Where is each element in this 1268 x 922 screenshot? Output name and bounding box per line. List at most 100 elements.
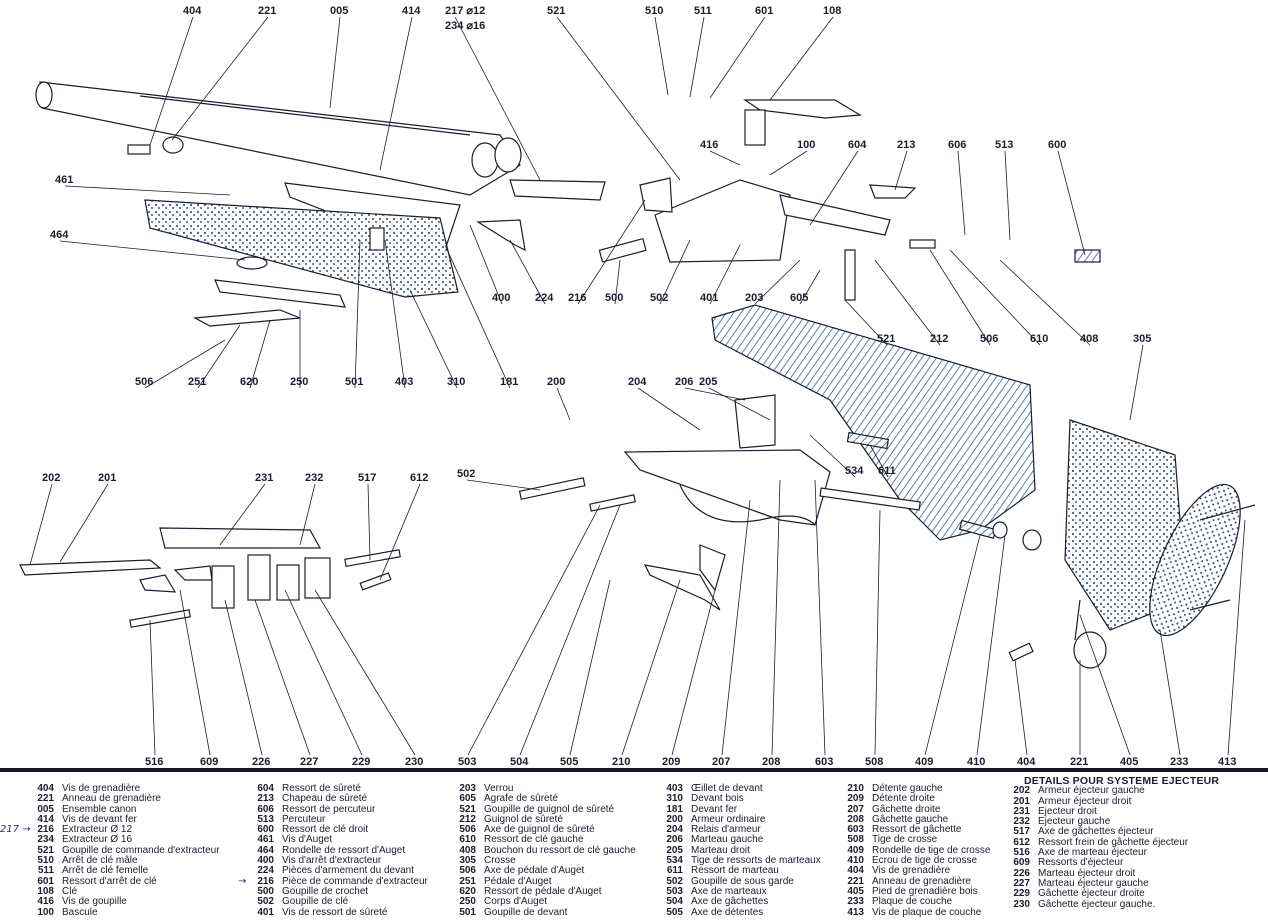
part-callout: 212 [930,333,948,345]
part-name: Bascule [62,906,98,918]
leader-line [219,483,266,546]
part-callout: 221 [1070,756,1088,768]
part-callout: 231 [255,472,273,484]
part-name: Gâchette droite [872,803,941,815]
part-callout: 250 [290,376,308,388]
part-name: Ressort de percuteur [282,803,376,815]
part-callout: 409 [915,756,933,768]
part-name: Ressort de clé droit [282,824,369,836]
leader-line [1129,344,1144,421]
part-name: Ressort de sûreté [282,783,361,794]
part-number: 224 [257,865,274,877]
leader-line [466,479,541,491]
part-name: Marteau éjecteur gauche [1038,877,1149,889]
leader-line [1227,519,1246,756]
leader-line [709,244,741,305]
part-callout: 521 [547,5,565,17]
part-number: 502 [257,896,274,908]
part-name: Ressort de pédale d'Auget [484,885,602,897]
leader-line [367,483,371,561]
part-number: 620 [459,885,476,897]
part-name: Goupille de sous garde [691,875,794,887]
part-callout: 511 [694,5,712,17]
leader-line [197,324,241,389]
part-name: Armeur éjecteur droit [1038,795,1132,807]
part-name: Tige de ressorts de marteaux [691,855,821,867]
part-callout: 502 [457,468,475,480]
part-number: 612 [1013,836,1030,848]
part-name: Arrêt de clé femelle [62,865,149,877]
part-number: 203 [459,783,476,794]
part-callout: 600 [1048,139,1066,151]
leader-line [809,150,859,226]
part-name: Axe de marteaux [691,885,767,897]
leader-line [249,319,271,389]
part-number: 230 [1013,898,1030,910]
part-callout: 404 [1017,756,1036,768]
part-number: 600 [257,824,274,836]
part-name: Vis de goupille [62,896,127,908]
part-name: Armeur éjecteur gauche [1038,785,1145,797]
part-callout: 201 [98,472,116,484]
leader-line [354,239,361,389]
leader-line [409,289,458,389]
leader-line [949,249,1041,346]
part-number: 506 [459,865,476,877]
leader-line [556,16,681,181]
leader-line [1004,150,1011,241]
part-name: Goupille de clé [282,896,349,908]
auget-parts [127,136,606,327]
part-number: 208 [847,813,864,825]
part-callout: 606 [948,139,966,151]
part-callout: 517 [358,472,376,484]
leader-line [254,599,311,756]
part-name: Gâchette gauche [872,813,949,825]
part-name: Vis d'arrêt d'extracteur [282,855,382,867]
leader-line [754,259,801,305]
part-name: Guignol de sûreté [484,813,563,825]
part-number: 521 [459,803,476,815]
part-callout: 210 [612,756,630,768]
part-number: 603 [847,824,864,836]
leader-line [171,16,269,141]
part-callout: 400 [492,292,510,304]
leader-line [708,387,771,421]
part-callout: 502 [650,292,668,304]
leader-line [999,259,1091,346]
part-number: 521 [37,844,54,856]
part-name: Marteau droit [691,844,750,856]
part-number: 231 [1013,805,1030,817]
part-name: Axe de détentes [691,906,764,918]
part-number: 601 [37,875,54,887]
part-number: 404 [847,865,864,877]
part-callout: 205 [699,376,717,388]
part-name: Verrou [484,783,514,794]
part-callout: 202 [42,472,60,484]
part-number: 206 [666,834,683,846]
part-callout: 612 [410,472,428,484]
leader-line [284,589,363,756]
part-number: 404 [37,783,54,794]
part-number: 405 [847,885,864,897]
part-number: 605 [459,793,476,805]
part-callout: 100 [797,139,815,151]
